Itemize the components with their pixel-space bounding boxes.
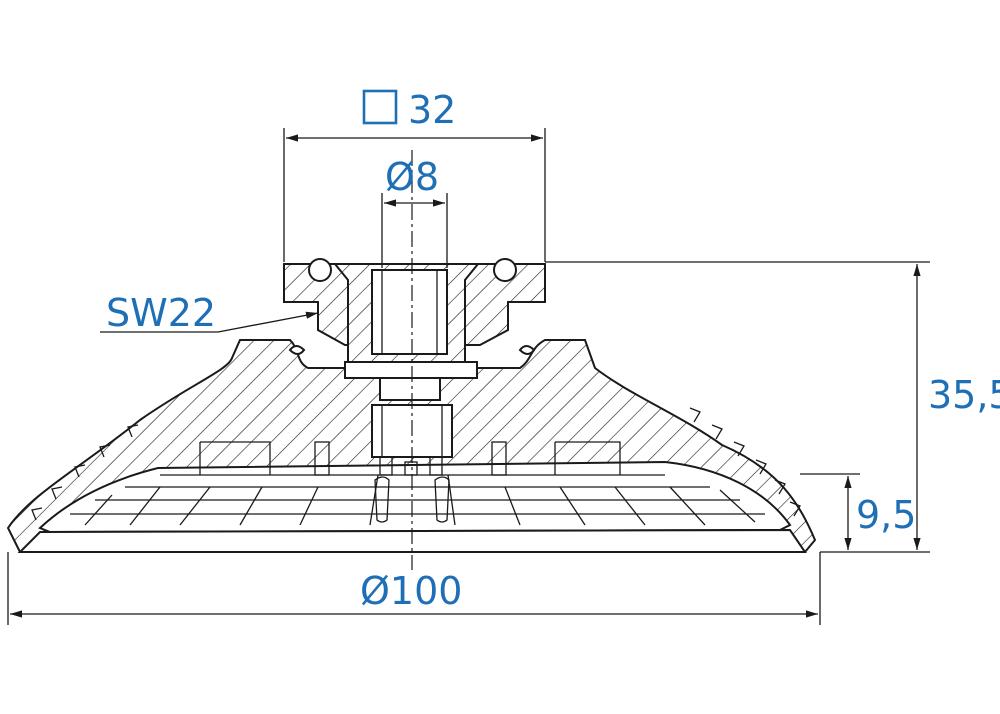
dimension-lines — [7, 128, 930, 625]
dim-bore-diameter: Ø8 — [385, 155, 439, 199]
dim-lip-height: 9,5 — [856, 493, 916, 537]
internal-grid — [70, 441, 765, 526]
insert-collar — [344, 361, 478, 379]
dim-outer-diameter: Ø100 — [360, 569, 462, 613]
dim-total-height: 35,5 — [928, 373, 1000, 417]
o-ring-left — [308, 258, 332, 282]
square-symbol-icon — [362, 89, 398, 125]
bore — [371, 269, 448, 355]
outer-ribs-left — [31, 424, 139, 521]
dim-wrench-size: SW22 — [106, 291, 216, 335]
o-ring-right — [493, 258, 517, 282]
dim-square-32: 32 — [408, 88, 456, 132]
outer-ribs-right — [689, 407, 801, 517]
